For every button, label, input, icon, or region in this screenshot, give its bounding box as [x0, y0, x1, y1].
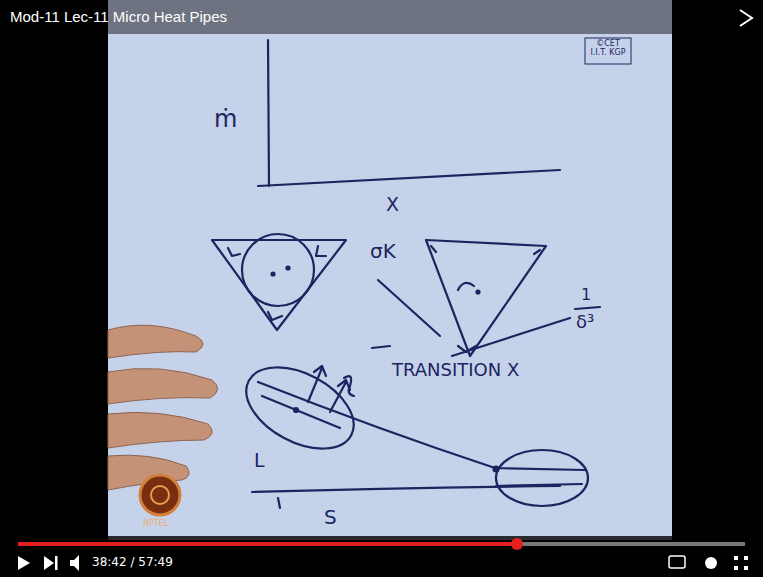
title-bar — [0, 0, 763, 34]
liquid-profile — [258, 382, 585, 470]
flux-arrow — [330, 380, 350, 412]
fraction-bar — [575, 307, 600, 309]
note-label: TRANSITION X — [392, 360, 519, 380]
video-title: Mod-11 Lec-11 Micro Heat Pipes — [10, 8, 227, 25]
dash-mark — [372, 346, 390, 348]
length-label: L — [254, 450, 265, 471]
x-axis — [258, 170, 560, 186]
axis-label: ṁ — [214, 106, 237, 132]
nptel-logo — [140, 475, 180, 515]
watermark-box — [585, 38, 631, 64]
wall-line — [496, 484, 582, 486]
flux-mark — [344, 376, 354, 396]
progress-track — [18, 542, 745, 546]
progress-played — [18, 542, 517, 546]
hand-shadow — [108, 325, 218, 490]
interface-line — [262, 396, 340, 428]
watermark: ©CET I.I.T. KGP — [588, 40, 628, 58]
corner-marks — [431, 246, 540, 254]
symbol-label: σK — [370, 240, 396, 262]
tick-mark — [278, 498, 280, 508]
progress-handle — [511, 538, 523, 550]
length-label: S — [324, 506, 337, 528]
triangle-channel — [426, 240, 546, 356]
flux-arrow — [308, 366, 326, 402]
paper-sheet — [108, 0, 672, 540]
player-bar — [0, 536, 763, 577]
wall-line — [252, 486, 560, 492]
share-icon — [740, 10, 752, 26]
triangle-channel — [212, 240, 346, 330]
vapour-circle — [242, 234, 314, 306]
fraction-numerator: 1 — [581, 286, 591, 304]
zoom-ellipse — [233, 351, 367, 465]
tangent-line — [452, 318, 570, 356]
axis-label: X — [386, 194, 399, 215]
zoom-ellipse — [496, 450, 588, 506]
meniscus-arc — [458, 283, 474, 290]
y-axis — [268, 40, 269, 186]
logo-text: NPTEL — [143, 520, 168, 529]
time-display: 38:42 / 57:49 — [92, 556, 173, 569]
leader-line — [378, 280, 440, 336]
fraction-denominator: δ³ — [576, 312, 594, 332]
corner-marks — [228, 246, 326, 320]
player-icons — [18, 555, 748, 571]
